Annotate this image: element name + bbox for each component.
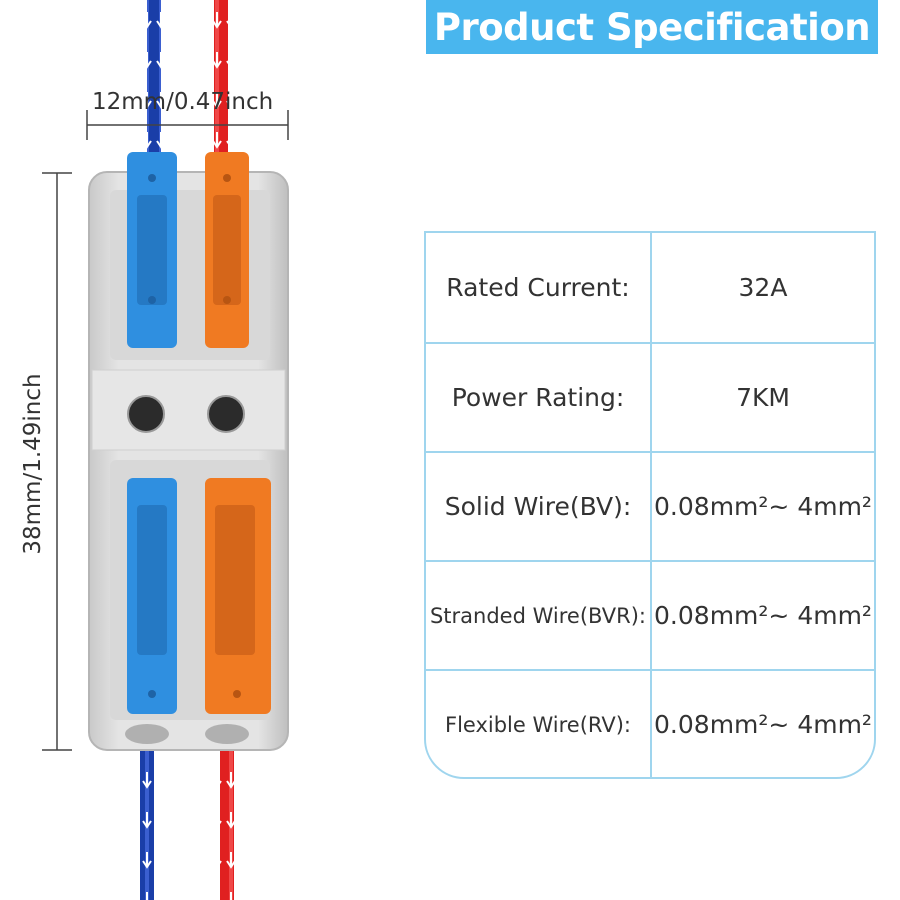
spec-label: Stranded Wire(BVR): bbox=[426, 562, 652, 669]
product-specification-banner: Product Specification bbox=[426, 0, 878, 54]
spec-value: 32A bbox=[738, 273, 788, 302]
wire-entry-left bbox=[125, 724, 169, 744]
blue-wire-bottom bbox=[140, 730, 154, 900]
spec-row-solid-wire: Solid Wire(BV): 0.08mm²~ 4mm² bbox=[426, 451, 874, 560]
test-hole-left bbox=[127, 395, 165, 433]
orange-lever-top bbox=[205, 152, 249, 348]
spec-value: 0.08mm²~ 4mm² bbox=[654, 492, 872, 521]
wire-entry-right bbox=[205, 724, 249, 744]
blue-lever-top bbox=[127, 152, 177, 348]
blue-lever-bottom bbox=[127, 478, 177, 714]
spec-value: 0.08mm²~ 4mm² bbox=[654, 601, 872, 630]
spec-row-power-rating: Power Rating: 7KM bbox=[426, 342, 874, 451]
spec-table: Rated Current: 32A Power Rating: 7KM Sol… bbox=[424, 231, 876, 779]
red-wire-top bbox=[214, 0, 228, 175]
blue-wire-top bbox=[147, 0, 161, 175]
spec-value: 7KM bbox=[736, 383, 790, 412]
orange-lever-bottom bbox=[205, 478, 271, 714]
spec-row-rated-current: Rated Current: 32A bbox=[426, 233, 874, 342]
width-dimension-label: 12mm/0.47inch bbox=[92, 89, 274, 115]
height-dimension-label: 38mm/1.49inch bbox=[20, 373, 46, 555]
banner-title: Product Specification bbox=[433, 5, 871, 49]
spec-label: Flexible Wire(RV): bbox=[426, 671, 652, 777]
spec-row-stranded-wire: Stranded Wire(BVR): 0.08mm²~ 4mm² bbox=[426, 560, 874, 669]
height-dimension-line bbox=[42, 172, 72, 751]
spec-row-flexible-wire: Flexible Wire(RV): 0.08mm²~ 4mm² bbox=[426, 669, 874, 777]
red-wire-bottom bbox=[220, 730, 234, 900]
spec-value: 0.08mm²~ 4mm² bbox=[654, 710, 872, 739]
wire-connector-illustration bbox=[42, 0, 289, 900]
spec-label: Rated Current: bbox=[426, 233, 652, 342]
spec-label: Power Rating: bbox=[426, 344, 652, 451]
spec-label: Solid Wire(BV): bbox=[426, 453, 652, 560]
test-hole-right bbox=[207, 395, 245, 433]
width-dimension-line bbox=[86, 110, 289, 140]
